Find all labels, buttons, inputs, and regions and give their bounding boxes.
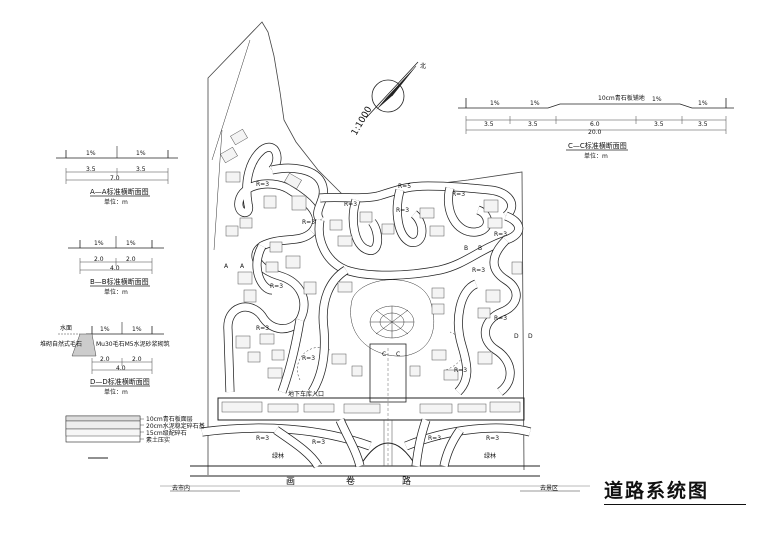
slope-label: 1% xyxy=(100,326,110,333)
slope-label: 1% xyxy=(652,96,662,103)
radius-label: R=3 xyxy=(344,201,357,208)
layer-label: 20cm水泥稳定碎石基 xyxy=(146,422,205,430)
dimension-label: 2.0 xyxy=(126,256,136,263)
road-name-char: 路 xyxy=(402,475,411,487)
paving-note: 10cm青石板铺地 xyxy=(598,94,645,102)
radius-label: R=3 xyxy=(486,435,499,442)
slope-label: 1% xyxy=(136,150,146,157)
slope-label: 1% xyxy=(132,326,142,333)
central-green xyxy=(297,279,465,381)
title-underline xyxy=(604,504,746,505)
building-footprints xyxy=(220,128,523,381)
section-title: D—D标准横断面图 xyxy=(90,377,150,386)
dimension-label: 3.5 xyxy=(528,121,538,128)
section-cc xyxy=(458,98,734,134)
radius-label: R=3 xyxy=(454,367,467,374)
unit-label: 单位：m xyxy=(104,198,128,206)
wall-label: 堆砌自然式毛石 xyxy=(40,340,82,348)
dimension-label: 3.5 xyxy=(136,166,146,173)
radius-label: R=3 xyxy=(256,181,269,188)
unit-label: 单位：m xyxy=(104,388,128,396)
section-marker: B xyxy=(464,245,468,252)
unit-label: 单位：m xyxy=(584,152,608,160)
road-network xyxy=(201,143,532,469)
dimension-total: 4.0 xyxy=(110,265,120,272)
radius-label: R=3 xyxy=(302,219,315,226)
dimension-label: 3.5 xyxy=(654,121,664,128)
slope-label: 1% xyxy=(698,100,708,107)
dimension-label: 3.5 xyxy=(484,121,494,128)
dimension-total: 20.0 xyxy=(588,129,602,136)
radius-label: R=3 xyxy=(396,207,409,214)
exit-right-label: 去景区 xyxy=(540,484,558,492)
dimension-label: 2.0 xyxy=(94,256,104,263)
section-marker: B xyxy=(478,245,482,252)
section-aa xyxy=(56,146,178,184)
slope-label: 1% xyxy=(530,100,540,107)
slope-label: 1% xyxy=(94,240,104,247)
section-title: B—B标准横断面图 xyxy=(90,277,149,286)
radius-label: R=3 xyxy=(494,315,507,322)
radius-label: R=3 xyxy=(312,439,325,446)
section-marker: D xyxy=(528,333,533,340)
water-label: 水面 xyxy=(60,324,72,332)
radius-label: R=3 xyxy=(494,231,507,238)
slope-label: 1% xyxy=(490,100,500,107)
north-label: 北 xyxy=(420,62,426,70)
slope-label: 1% xyxy=(126,240,136,247)
dimension-total: 7.0 xyxy=(110,175,120,182)
north-arrow xyxy=(365,61,419,119)
dimension-total: 4.0 xyxy=(116,365,126,372)
title-block: 道路系统图 xyxy=(604,476,746,506)
unit-label: 单位：m xyxy=(104,288,128,296)
road-name-char: 画 xyxy=(286,476,295,487)
entry-axis xyxy=(359,343,417,467)
garage-entrance-label: 地下车库入口 xyxy=(288,390,324,398)
scale-label: 1:1000 xyxy=(350,105,375,138)
section-marker: C xyxy=(382,351,386,358)
section-bb xyxy=(68,236,164,274)
dimension-label: 6.0 xyxy=(590,121,600,128)
slope-label: 1% xyxy=(86,150,96,157)
layer-label: 15cm级配碎石 xyxy=(146,429,187,437)
forest-label: 绿林 xyxy=(272,452,284,460)
section-marker: A xyxy=(224,263,229,270)
dimension-label: 2.0 xyxy=(132,356,142,363)
section-title: A—A标准横断面图 xyxy=(90,187,149,196)
road-name-char: 卷 xyxy=(346,475,355,487)
drawing-title: 道路系统图 xyxy=(604,480,710,502)
layer-label: 10cm青石板面层 xyxy=(146,415,193,423)
section-dd xyxy=(58,322,164,374)
radius-label: R=3 xyxy=(428,435,441,442)
dimension-label: 3.5 xyxy=(86,166,96,173)
section-marker: D xyxy=(514,333,519,340)
radius-label: R=3 xyxy=(256,325,269,332)
pavement-detail xyxy=(65,415,144,459)
front-plaza xyxy=(217,397,525,421)
main-road xyxy=(160,465,590,492)
radius-label: R=3 xyxy=(472,267,485,274)
radius-label: R=3 xyxy=(270,283,283,290)
radius-label: R=5 xyxy=(398,183,411,190)
section-title: C—C标准横断面图 xyxy=(568,141,627,150)
section-marker: C xyxy=(396,351,400,358)
dimension-label: 3.5 xyxy=(698,121,708,128)
section-markers: A A B B C C D D xyxy=(224,245,533,358)
section-marker: A xyxy=(240,263,245,270)
radius-label: R=3 xyxy=(256,435,269,442)
radius-label: R=3 xyxy=(302,355,315,362)
exit-left-label: 去市内 xyxy=(172,484,190,492)
radius-label: R=3 xyxy=(452,191,465,198)
forest-label: 绿林 xyxy=(484,452,496,460)
layer-label: 素土压实 xyxy=(146,436,170,444)
radius-labels: R=3 R=3 R=3 R=3 R=3 R=3 R=3 R=3 R=3 R=3 … xyxy=(256,181,507,446)
dimension-label: 2.0 xyxy=(100,356,110,363)
mortar-label: Mu30毛石M5水泥砂浆砌筑 xyxy=(96,340,170,348)
